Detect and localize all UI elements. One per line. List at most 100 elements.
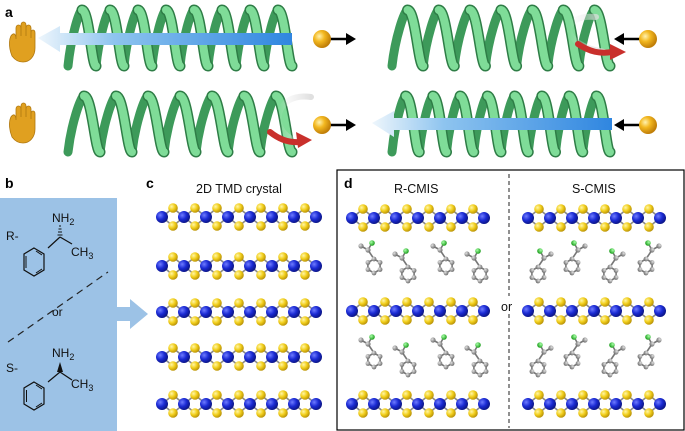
metal-atom — [434, 305, 446, 317]
carbon-atom — [529, 369, 535, 374]
chalcogen-atom — [402, 408, 412, 418]
carbon-atom — [377, 361, 383, 366]
chalcogen-atom — [300, 343, 310, 353]
metal-atom — [544, 398, 556, 410]
metal-atom — [222, 260, 234, 272]
r-label: R- — [6, 229, 19, 243]
carbon-atom — [620, 251, 626, 257]
s-cmis-molecule-8 — [637, 334, 662, 370]
chalcogen-atom — [168, 390, 178, 400]
chalcogen-atom — [644, 222, 654, 232]
electron-top-left — [313, 30, 356, 48]
panel-a-helices — [63, 4, 616, 158]
chalcogen-atom — [468, 297, 478, 307]
metal-atom — [178, 306, 190, 318]
s-cmis-molecule-4 — [637, 240, 662, 276]
s-methyl-label: CH3 — [71, 377, 93, 393]
chalcogen-atom — [234, 221, 244, 231]
metal-atom — [244, 260, 256, 272]
r-cmis-molecule-4 — [464, 248, 489, 284]
carbon-atom — [575, 354, 581, 359]
s-cmis-layer-1 — [522, 204, 666, 232]
carbon-atom — [649, 247, 655, 253]
carbon-atom — [541, 362, 547, 367]
carbon-atom — [392, 251, 398, 257]
carbon-atom — [399, 275, 405, 280]
metal-atom — [310, 211, 322, 223]
carbon-atom — [601, 275, 607, 280]
chalcogen-atom — [300, 252, 310, 262]
chalcogen-atom — [256, 343, 266, 353]
panel-b-or-label: or — [52, 305, 63, 319]
carbon-atom — [358, 337, 364, 343]
carbon-atom — [569, 350, 575, 356]
helix-front-strand — [528, 6, 552, 70]
chalcogen-atom — [190, 270, 200, 280]
carbon-atom — [399, 369, 405, 374]
chalcogen-atom — [358, 204, 368, 214]
metal-atom — [222, 306, 234, 318]
metal-atom — [522, 212, 534, 224]
helix-front-strand — [176, 92, 200, 156]
chalcogen-atom — [556, 315, 566, 325]
chalcogen-atom — [278, 316, 288, 326]
tmd-layer-1 — [156, 203, 322, 231]
helix-front-strand — [240, 92, 264, 156]
metal-atom — [200, 351, 212, 363]
helix-front-strand — [434, 6, 459, 70]
chalcogen-atom — [578, 297, 588, 307]
chalcogen-atom — [212, 316, 222, 326]
chalcogen-atom — [300, 298, 310, 308]
carbon-atom — [365, 260, 371, 265]
chalcogen-atom — [402, 222, 412, 232]
chalcogen-atom — [380, 222, 390, 232]
r-cmis-title: R-CMIS — [394, 182, 438, 196]
carbon-atom — [649, 260, 655, 265]
carbon-atom — [613, 369, 619, 374]
chalcogen-atom — [278, 270, 288, 280]
helix-front-strand — [144, 92, 168, 156]
helix-back-strand — [63, 91, 89, 157]
carbon-atom — [477, 264, 483, 270]
chalcogen-atom — [234, 390, 244, 400]
chalcogen-atom — [212, 298, 222, 308]
metal-atom — [200, 398, 212, 410]
chalcogen-atom — [256, 316, 266, 326]
chalcogen-atom — [468, 390, 478, 400]
chalcogen-atom — [446, 408, 456, 418]
chalcogen-atom — [190, 316, 200, 326]
metal-atom — [610, 212, 622, 224]
carbon-atom — [437, 361, 443, 366]
chlorine-atom — [441, 240, 447, 246]
helix-top-right — [387, 4, 616, 72]
chalcogen-atom — [622, 297, 632, 307]
carbon-atom — [437, 267, 443, 272]
r-cmis-molecule-1 — [358, 240, 383, 276]
chalcogen-atom — [212, 408, 222, 418]
carbon-atom — [541, 369, 547, 374]
chalcogen-atom — [578, 390, 588, 400]
helix-bottom-left — [63, 90, 298, 158]
chalcogen-atom — [168, 203, 178, 213]
carbon-atom — [563, 354, 569, 359]
chalcogen-atom — [212, 390, 222, 400]
s-amine-label: NH2 — [52, 346, 74, 362]
carbon-atom — [548, 345, 554, 351]
chalcogen-atom — [446, 315, 456, 325]
carbon-atom — [582, 337, 588, 343]
carbon-atom — [430, 337, 436, 343]
chalcogen-atom — [256, 390, 266, 400]
carbon-atom — [365, 247, 371, 253]
carbon-atom — [575, 267, 581, 272]
chalcogen-atom — [424, 315, 434, 325]
chalcogen-atom — [300, 408, 310, 418]
chalcogen-atom — [278, 203, 288, 213]
metal-atom — [588, 212, 600, 224]
chalcogen-atom — [300, 203, 310, 213]
carbon-atom — [483, 362, 489, 367]
chalcogen-atom — [644, 315, 654, 325]
chlorine-atom — [609, 342, 615, 348]
metal-atom — [456, 212, 468, 224]
chalcogen-atom — [168, 343, 178, 353]
